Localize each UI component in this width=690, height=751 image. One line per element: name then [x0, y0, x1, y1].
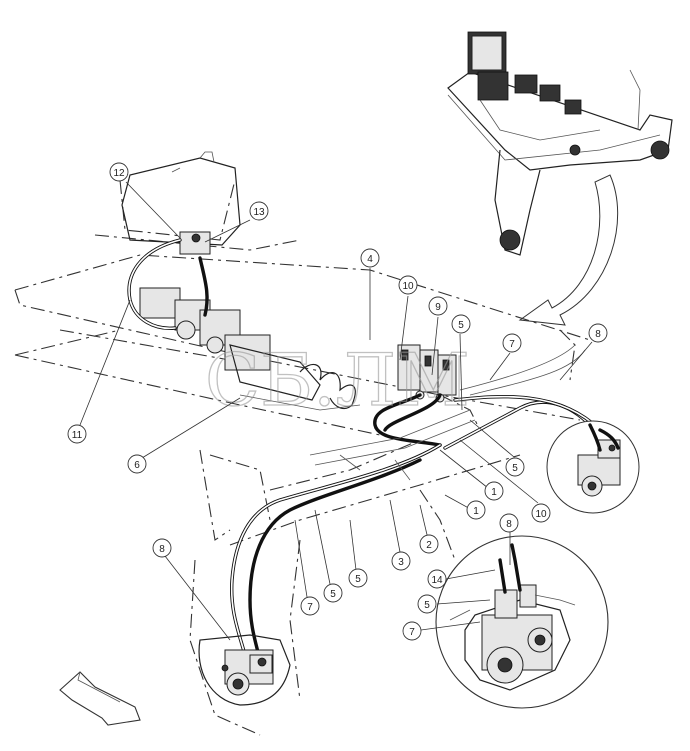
right-motor-detail-circle — [546, 420, 640, 514]
callout-9: 9 — [428, 296, 448, 316]
svg-text:5: 5 — [458, 320, 464, 331]
callout-10-lower: 10 — [531, 503, 551, 523]
pump-cluster — [139, 231, 321, 401]
view-transition-arrow — [518, 174, 619, 326]
svg-text:1: 1 — [491, 487, 497, 498]
svg-text:8: 8 — [595, 329, 601, 340]
callout-10-top: 10 — [398, 275, 418, 295]
callout-6: 6 — [127, 454, 147, 474]
svg-text:3: 3 — [398, 557, 404, 568]
reservoir-tank — [121, 151, 241, 246]
callout-1-lower: 1 — [466, 500, 486, 520]
callout-5-top: 5 — [451, 314, 471, 334]
callout-5-mid: 5 — [348, 568, 368, 588]
coil-hose — [299, 363, 356, 410]
callout-11: 11 — [67, 424, 87, 444]
callout-8-left: 8 — [152, 538, 172, 558]
svg-text:14: 14 — [431, 575, 443, 586]
callout-1-upper: 1 — [484, 481, 504, 501]
callout-7-top: 7 — [502, 333, 522, 353]
direction-arrow — [59, 671, 141, 726]
svg-text:8: 8 — [506, 519, 512, 530]
svg-text:1: 1 — [473, 506, 479, 517]
svg-text:9: 9 — [435, 302, 441, 313]
svg-text:12: 12 — [113, 168, 125, 179]
enlarged-motor-detail-circle — [435, 535, 609, 709]
callout-2: 2 — [419, 534, 439, 554]
callout-labels: 12 13 11 6 4 10 9 5 7 8 5 1 10 1 2 3 5 5… — [67, 162, 608, 641]
svg-text:4: 4 — [367, 254, 373, 265]
watermark-text: СБ.ЛМ — [205, 338, 470, 422]
svg-text:11: 11 — [72, 430, 83, 441]
callout-5-low: 5 — [323, 583, 343, 603]
overview-inset — [447, 31, 673, 256]
hydraulic-hoses — [127, 238, 602, 662]
callout-14: 14 — [427, 569, 447, 589]
svg-text:10: 10 — [535, 509, 547, 520]
svg-text:13: 13 — [253, 207, 265, 218]
left-wheel-motor — [198, 634, 291, 706]
callout-4: 4 — [360, 248, 380, 268]
svg-text:7: 7 — [409, 627, 415, 638]
callout-13: 13 — [249, 201, 269, 221]
svg-text:7: 7 — [307, 602, 313, 613]
callout-8-detail: 8 — [499, 513, 519, 533]
callout-7-low: 7 — [300, 596, 320, 616]
svg-text:10: 10 — [402, 281, 414, 292]
svg-text:5: 5 — [355, 574, 361, 585]
callout-7-detail: 7 — [402, 621, 422, 641]
svg-text:8: 8 — [159, 544, 165, 555]
svg-text:5: 5 — [512, 463, 518, 474]
svg-text:7: 7 — [509, 339, 515, 350]
svg-text:2: 2 — [426, 540, 432, 551]
callout-leaders — [79, 181, 593, 641]
callout-8-top: 8 — [588, 323, 608, 343]
svg-text:6: 6 — [134, 460, 140, 471]
svg-text:5: 5 — [424, 600, 430, 611]
callout-5-right: 5 — [505, 457, 525, 477]
callout-12: 12 — [109, 162, 129, 182]
svg-text:5: 5 — [330, 589, 336, 600]
control-valve-bank — [397, 344, 457, 403]
callout-5-detail: 5 — [417, 594, 437, 614]
callout-3: 3 — [391, 551, 411, 571]
